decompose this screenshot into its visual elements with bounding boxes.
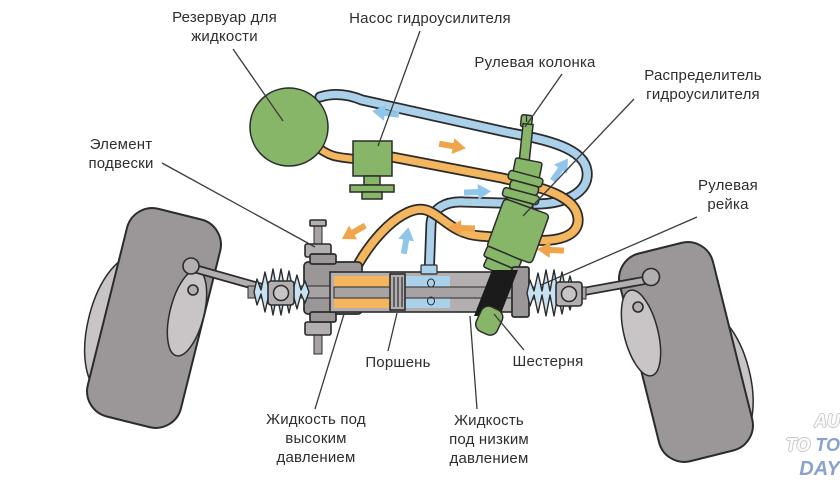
label-line-pump [377,30,421,147]
pump-stand-neck [363,175,381,186]
left-ball-joint [182,257,200,275]
flow-arrows [341,104,569,258]
label-gear: Шестерня [512,353,584,370]
label-line-suspension [161,162,316,248]
right-tie-rod [576,267,661,297]
orange-flow-arrow [448,219,476,236]
blue-flow-arrow [463,183,491,200]
blue-flow-arrow [372,104,400,121]
label-line-piston [387,312,398,352]
label-reservoir: Резервуар для жидкости [172,9,277,45]
steering-column [483,113,550,279]
right-rod-link [555,281,583,307]
orange-flow-arrow [438,138,466,155]
fluid-reservoir [249,87,329,167]
left-rod-link [267,280,295,306]
label-distributor: Распределитель гидроусилителя [644,67,762,103]
left-wheel [83,207,222,429]
watermark-to2: TO [815,435,840,455]
steering-rack [247,264,587,336]
pump-body [352,140,393,177]
label-low-pressure: Жидкость под низким давлением [449,412,529,467]
watermark-to1: TO [785,435,811,455]
orange-flow-arrow [537,241,565,258]
blue-flow-arrow [550,158,569,183]
power-steering-pump [349,140,395,200]
right-knuckle-joint [632,301,644,313]
suspension-bolt-bottom [304,321,332,336]
label-line-low-pressure [469,315,478,410]
orange-flow-arrow [341,222,367,240]
low-pressure-pipe [314,88,593,284]
right-ball-joint [641,267,661,287]
blue-flow-arrow [398,227,415,255]
label-rack: Рулевая рейка [698,177,758,213]
label-line-high-pressure [314,313,345,410]
label-steering-column: Рулевая колонка [474,54,596,71]
pump-stand-foot [361,191,383,200]
pump-stand-base [349,184,395,193]
right-knuckle [620,289,662,377]
label-high-pressure: Жидкость под высоким давлением [266,411,366,466]
label-pump: Насос гидроусилителя [349,10,511,27]
label-line-column [524,73,563,128]
label-suspension: Элемент подвески [88,136,154,172]
pinion-gear [474,270,518,316]
right-wheel [618,241,754,463]
label-piston: Поршень [365,354,431,371]
label-line-gear [493,313,525,351]
watermark-day: DAY [799,458,840,480]
label-line-distributor [522,98,635,217]
return-line-flange [420,264,438,275]
column-tip [474,305,504,336]
label-line-rack [540,216,698,286]
label-line-reservoir [232,48,284,122]
left-knuckle-joint [187,284,199,296]
watermark-au: AU [814,411,840,431]
